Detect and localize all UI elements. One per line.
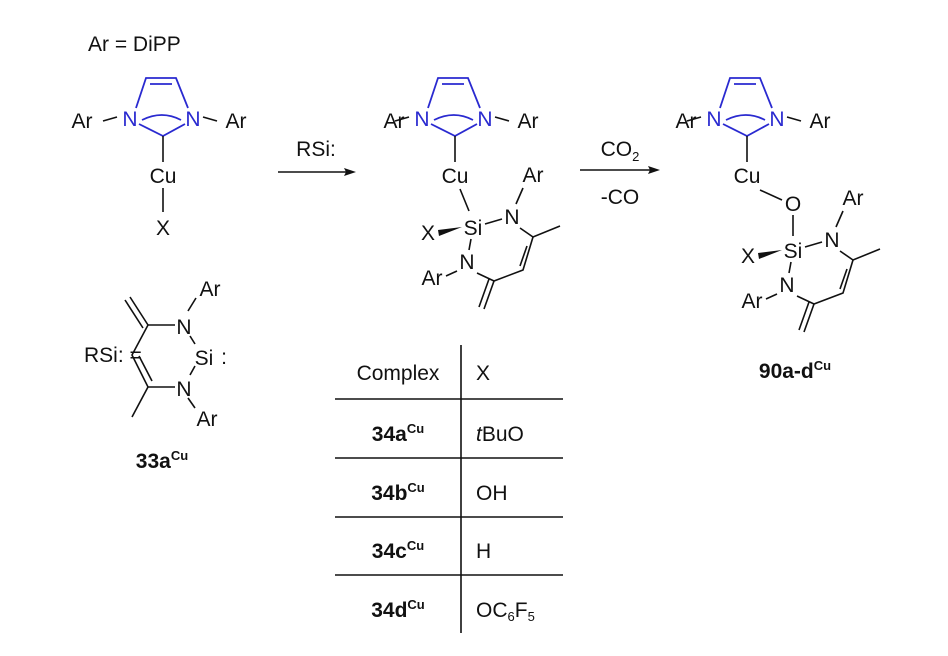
atom-cu: Cu (442, 165, 469, 188)
table-cell-complex: 34dCu (371, 597, 425, 622)
atom-si: Si (784, 240, 803, 263)
arrow1-reagent: RSi: (296, 138, 336, 161)
silylene-label: 33aCu (136, 448, 188, 473)
table-cell-x: OH (476, 482, 508, 505)
atom-cu: Cu (150, 165, 177, 188)
atom-si: Si (464, 217, 483, 240)
table-cell-complex: 34bCu (371, 480, 425, 505)
atom-x: X (421, 222, 435, 245)
ar-definition: Ar = DiPP (88, 33, 181, 56)
atom-n: N (769, 108, 784, 131)
table-header-x: X (476, 362, 490, 385)
silylene-33a: RSi: = Ar N Si : N Ar 33aCu (84, 278, 227, 473)
atom-x: X (156, 217, 170, 240)
atom-ar: Ar (676, 110, 697, 133)
atom-ar: Ar (518, 110, 539, 133)
table-cell-x: OC6F5 (476, 599, 535, 624)
table-header-complex: Complex (357, 362, 440, 385)
atom-n: N (185, 108, 200, 131)
atom-ar: Ar (197, 408, 218, 431)
table-cell-x: H (476, 540, 491, 563)
arrow-head-icon (344, 168, 356, 176)
atom-ar: Ar (742, 290, 763, 313)
atom-n: N (414, 108, 429, 131)
table-cell-x: tBuO (476, 423, 524, 446)
starting-complex: N N Ar Ar Cu X (72, 77, 247, 240)
atom-o: O (785, 193, 801, 216)
arrow2-byproduct: -CO (601, 186, 640, 209)
atom-n: N (477, 108, 492, 131)
atom-ar: Ar (226, 110, 247, 133)
atom-x: X (741, 245, 755, 268)
atom-n: N (706, 108, 721, 131)
lone-pair: : (221, 346, 227, 369)
atom-n: N (824, 229, 839, 252)
atom-n: N (176, 316, 191, 339)
silyl-complex-34: N N Ar Ar Cu Si N Ar X N Ar (384, 77, 561, 310)
atom-si: Si (195, 347, 214, 370)
atom-ar: Ar (523, 164, 544, 187)
product-label: 90a-dCu (759, 358, 831, 383)
atom-n: N (459, 251, 474, 274)
atom-n: N (122, 108, 137, 131)
atom-ar: Ar (843, 187, 864, 210)
complex-table: Complex X 34aCu tBuO 34bCu OH 34cCu H 34… (335, 345, 563, 633)
atom-cu: Cu (734, 165, 761, 188)
atom-ar: Ar (384, 110, 405, 133)
atom-n: N (176, 378, 191, 401)
atom-ar: Ar (72, 110, 93, 133)
atom-n: N (504, 206, 519, 229)
product-complex-90: N N Ar Ar Cu O Si N Ar X N Ar 90a-dCu (676, 77, 881, 383)
table-cell-complex: 34aCu (372, 421, 424, 446)
table-cell-complex: 34cCu (372, 538, 424, 563)
arrow2-reagent: CO2 (601, 138, 640, 164)
atom-ar: Ar (422, 267, 443, 290)
atom-ar: Ar (810, 110, 831, 133)
atom-n: N (779, 274, 794, 297)
atom-ar: Ar (200, 278, 221, 301)
arrow-head-icon (648, 166, 660, 174)
silylene-definition: RSi: = (84, 344, 142, 367)
